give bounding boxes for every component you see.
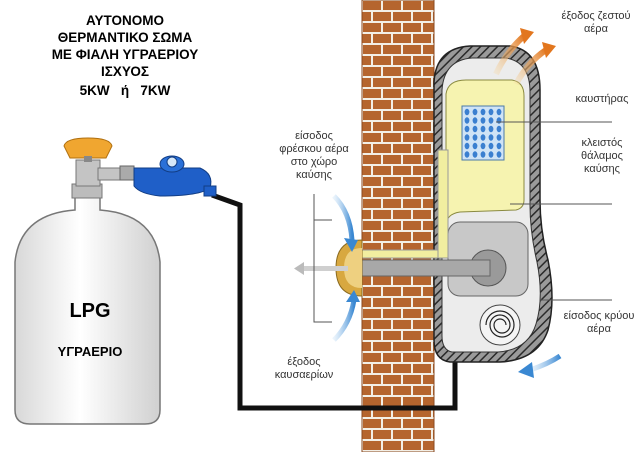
cold-air-arrow	[518, 353, 562, 378]
burner-port	[472, 134, 478, 141]
burner-port	[488, 117, 494, 124]
burner-port	[488, 108, 494, 116]
burner-port	[464, 108, 470, 116]
callout-text: αέρα	[587, 323, 611, 335]
callout-text: έξοδος	[287, 356, 321, 368]
burner-port	[496, 125, 502, 133]
valve-handwheel-icon	[63, 137, 125, 187]
callout-text: καύσης	[584, 163, 620, 175]
callout-text: είσοδος κρύου	[563, 310, 635, 322]
callout-text: θάλαμος	[581, 150, 623, 162]
title-line-1: ΑΥΤΟΝΟΜΟ	[85, 13, 165, 28]
title-line-2: ΘΕΡΜΑΝΤΙΚΟ ΣΩΜΑ	[57, 30, 193, 45]
fresh-air-duct-vertical	[437, 149, 449, 259]
callout-fresh-air-in: είσοδος φρέσκου αέρα στο χώρο καύσης	[268, 130, 360, 182]
title-line-4: ΙΣΧΥΟΣ	[101, 64, 149, 79]
burner-port	[488, 125, 494, 133]
burner-port	[464, 151, 470, 158]
burner-port	[464, 142, 470, 150]
fan-icon	[479, 304, 521, 346]
gas-pipe	[211, 192, 458, 411]
callout-text: καυστήρας	[575, 93, 629, 105]
leader-lines	[313, 121, 612, 323]
burner-port	[464, 134, 470, 141]
burner-port	[480, 134, 486, 141]
flue-duct	[347, 259, 491, 277]
gas-cylinder-icon	[14, 183, 161, 425]
burner-port	[464, 125, 470, 133]
wall-terminal-inner	[344, 248, 362, 288]
pressure-regulator-icon	[119, 155, 217, 197]
burner-port	[464, 117, 470, 124]
callout-closed-chamber: κλειστός θάλαμος καύσης	[562, 137, 642, 176]
title-line-5: 5KW ή 7KW	[79, 83, 171, 98]
burner-port	[488, 134, 494, 141]
burner-port	[496, 134, 502, 141]
callout-burner: καυστήρας	[560, 93, 644, 106]
burner-port	[480, 142, 486, 150]
callout-text: φρέσκου αέρα	[279, 143, 349, 155]
burner-port	[472, 108, 478, 116]
burner-port	[496, 117, 502, 124]
callout-exhaust-out: έξοδος καυσαερίων	[264, 356, 344, 382]
fresh-air-duct	[355, 249, 449, 259]
brick-wall	[361, 0, 435, 452]
title-line-3: ΜΕ ΦΙΑΛΗ ΥΓΡΑΕΡΙΟΥ	[51, 47, 199, 62]
burner-port	[496, 108, 502, 116]
burner-port	[472, 125, 478, 133]
callout-cold-air-in: είσοδος κρύου αέρα	[556, 310, 642, 336]
callout-text: είσοδος	[295, 130, 333, 142]
callout-text: στο χώρο	[290, 156, 338, 168]
cylinder-label-lpg: LPG	[69, 300, 111, 322]
burner-port	[472, 142, 478, 150]
burner-port	[480, 151, 486, 158]
burner-port	[472, 151, 478, 158]
cylinder-label-lpg-greek: ΥΓΡΑΕΡΙΟ	[57, 344, 123, 359]
callout-text: αέρα	[584, 23, 608, 35]
burner-port	[488, 151, 494, 158]
burner-port	[488, 142, 494, 150]
callout-text: κλειστός	[581, 137, 623, 149]
burner-port	[480, 108, 486, 116]
burner-port	[496, 151, 502, 158]
callout-text: καύσης	[296, 169, 332, 181]
hot-air-arrows	[493, 28, 556, 86]
burner-grid-icon	[461, 105, 505, 161]
burner-port	[496, 142, 502, 150]
fresh-air-arrows	[332, 194, 360, 342]
callout-text: έξοδος ζεστού	[561, 10, 631, 22]
callout-hot-air-out: έξοδος ζεστού αέρα	[548, 10, 644, 36]
callout-text: καυσαερίων	[274, 369, 334, 381]
burner-port	[480, 125, 486, 133]
exhaust-arrow	[294, 262, 348, 275]
burner-port	[472, 117, 478, 124]
burner-port	[480, 117, 486, 124]
